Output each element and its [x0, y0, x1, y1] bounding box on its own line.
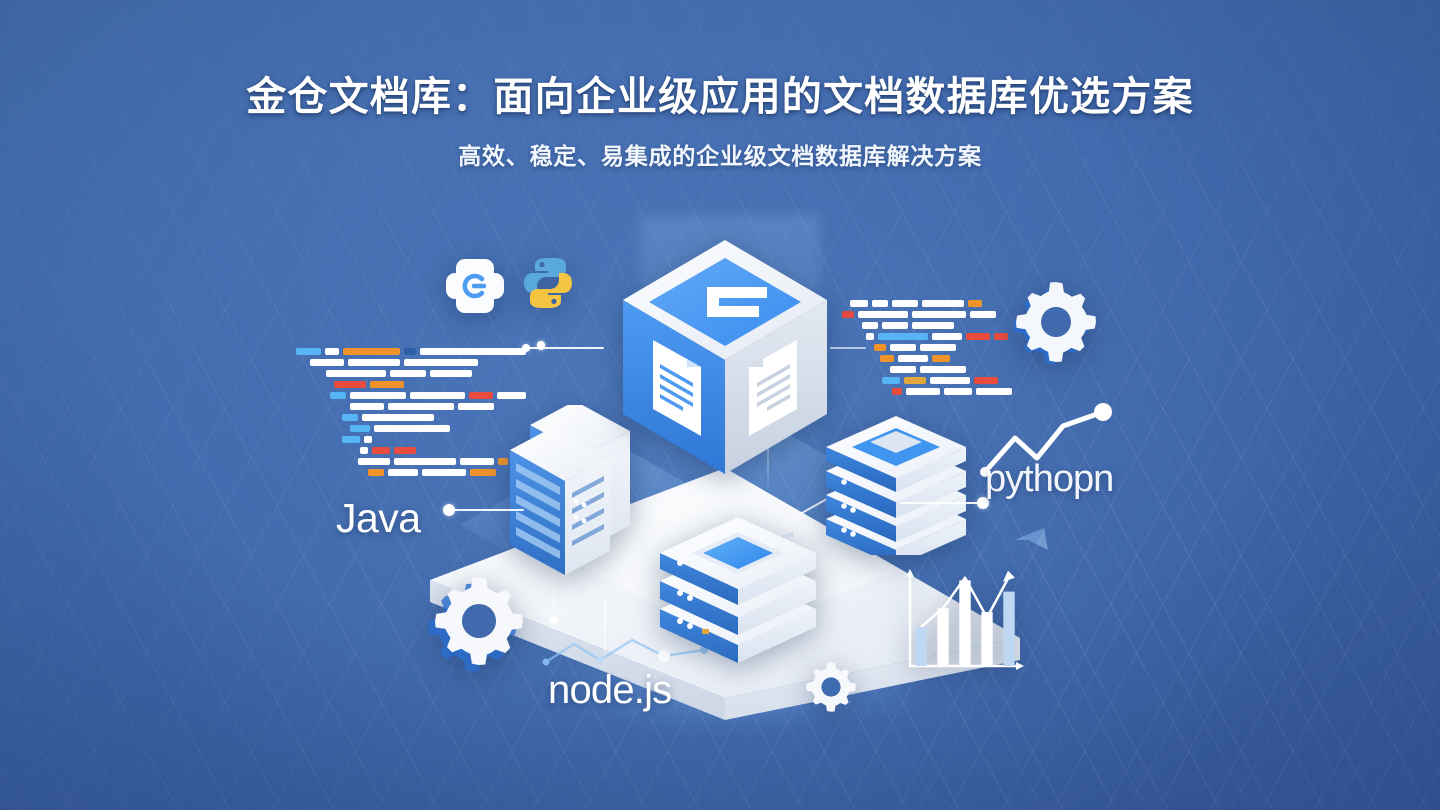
connector-dot-python — [977, 497, 989, 509]
connector-dot-badges — [537, 341, 545, 349]
document-database-cube-icon — [615, 232, 835, 482]
server-stack-icon-right — [818, 415, 978, 566]
server-stack-icon-center — [650, 515, 830, 665]
tech-label-java: Java — [336, 495, 421, 541]
bar — [981, 612, 993, 666]
tech-label-node: node.js — [548, 668, 672, 712]
gear-icon-left — [424, 566, 534, 676]
connector-dot-vline-left — [550, 616, 558, 624]
connector-line-cube-left — [526, 347, 604, 349]
code-snippet-icon-right — [840, 300, 1015, 399]
bar — [937, 608, 949, 666]
connector-vline-left — [553, 570, 555, 622]
connector-line-python — [900, 502, 980, 504]
connector-dot-java — [443, 504, 455, 516]
code-snippet-icon-left — [296, 348, 526, 480]
connector-line-cube-right — [830, 347, 866, 349]
bar-chart-icon — [898, 565, 1028, 680]
tech-label-python: pythopn — [985, 458, 1114, 500]
connector-dot-cube-left — [522, 344, 530, 352]
bar — [959, 580, 971, 666]
headings-block: 金仓文档库：面向企业级应用的文档数据库优选方案 高效、稳定、易集成的企业级文档数… — [0, 74, 1440, 171]
network-graph-icon — [540, 630, 730, 680]
paper-plane-icon — [1010, 520, 1056, 558]
python-logo-icon — [519, 254, 577, 312]
go-logo-icon — [444, 255, 506, 317]
connector-vline-center — [604, 600, 606, 664]
trendline — [920, 576, 1011, 628]
server-rack-icon — [490, 401, 660, 595]
page-subtitle: 高效、稳定、易集成的企业级文档数据库解决方案 — [458, 143, 982, 170]
connector-line-java — [452, 509, 524, 511]
page-title: 金仓文档库：面向企业级应用的文档数据库优选方案 — [246, 75, 1194, 119]
gear-icon-bottom — [800, 656, 862, 718]
line-chart-icon — [975, 400, 1125, 495]
gear-icon-right — [1006, 272, 1106, 372]
bar — [915, 626, 927, 666]
bar — [1003, 591, 1015, 666]
connector-vline-right — [767, 440, 769, 488]
